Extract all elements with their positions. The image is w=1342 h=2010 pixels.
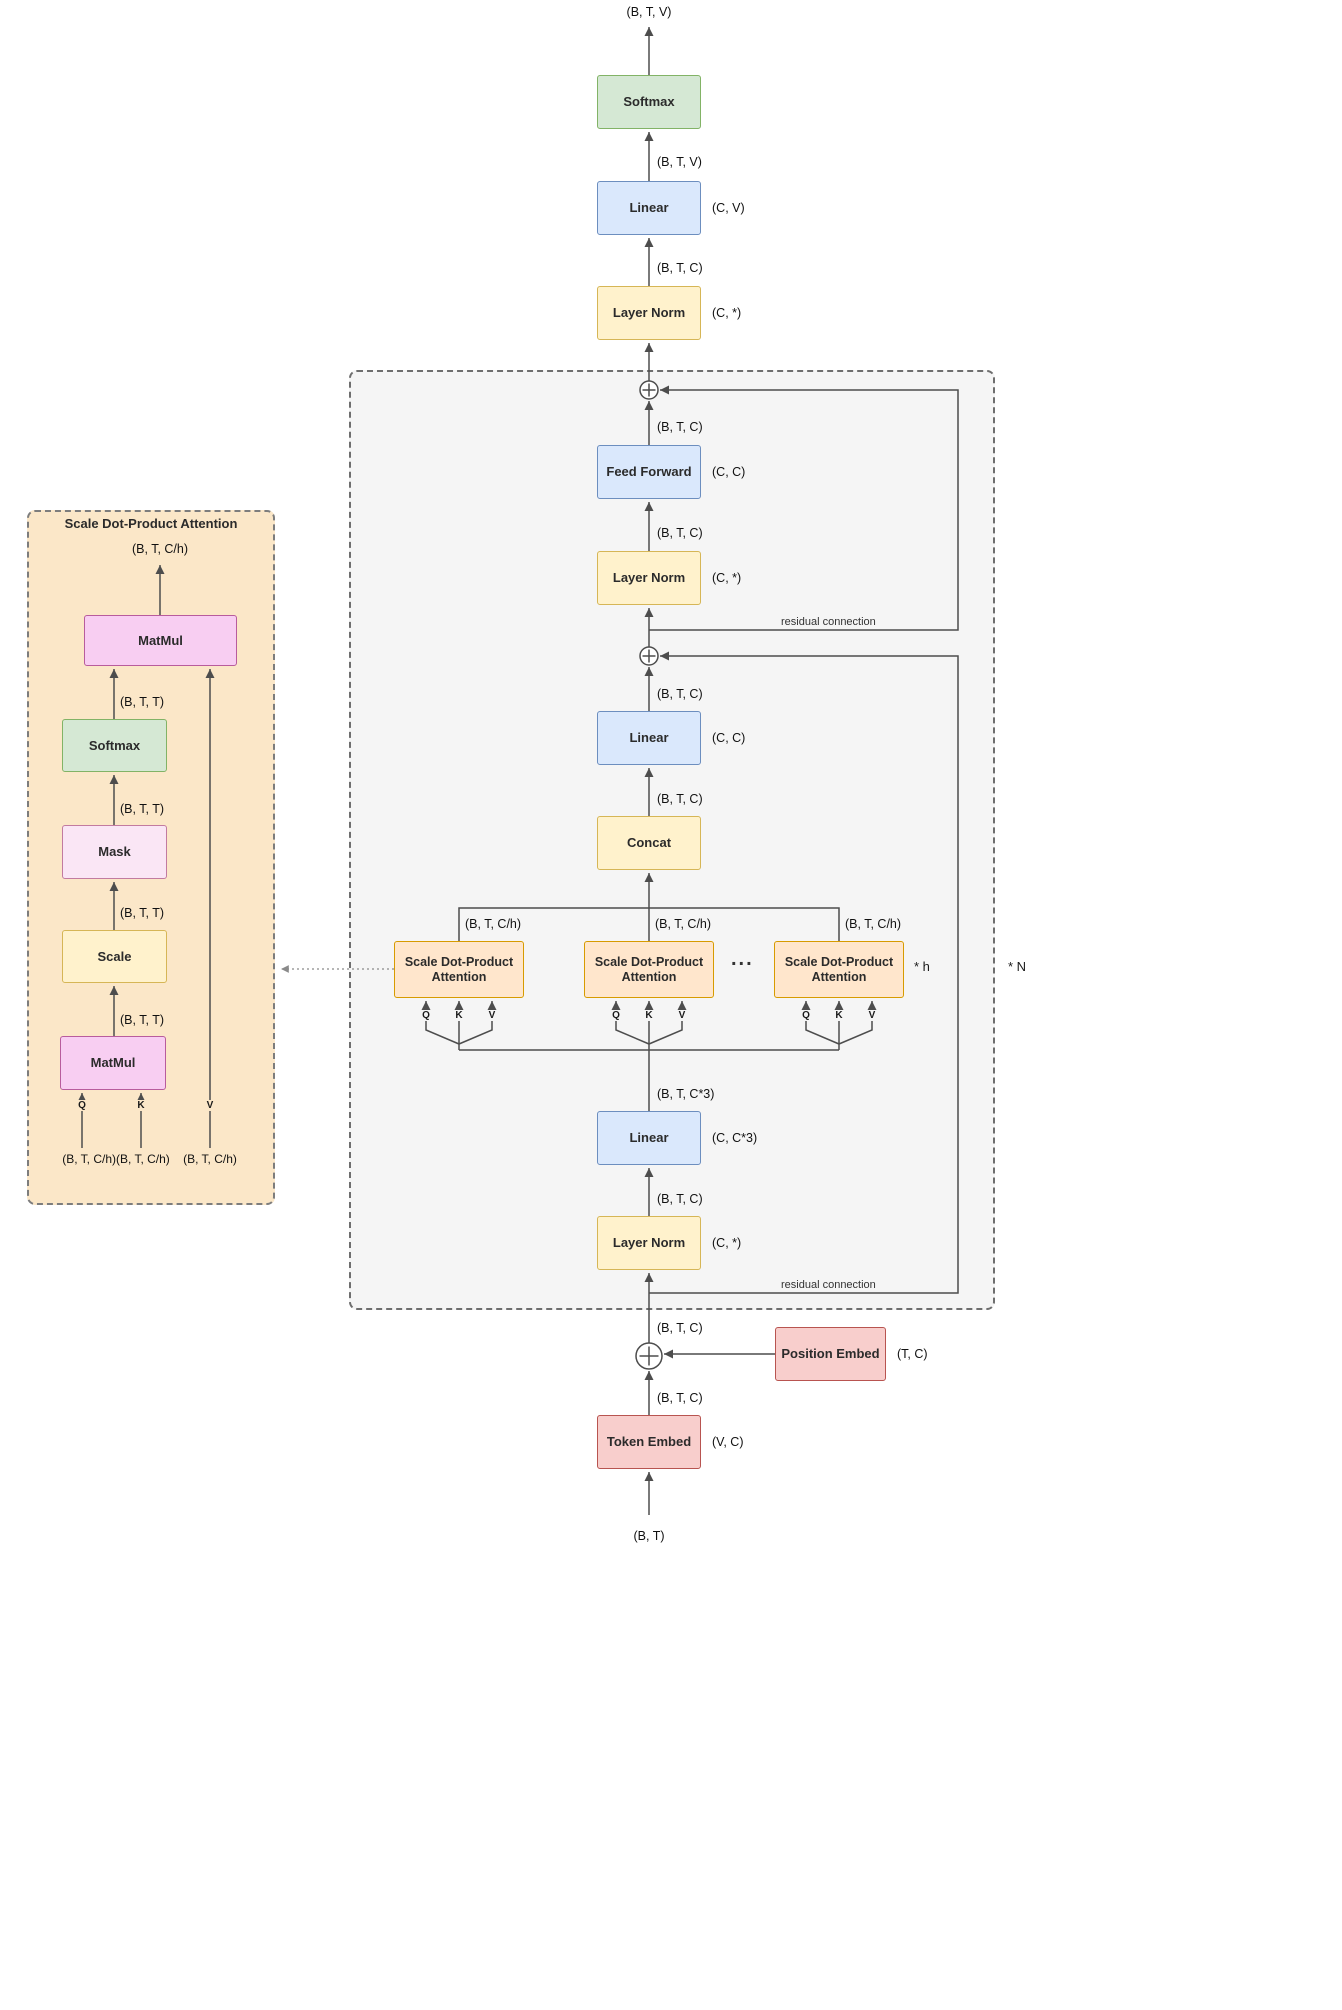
dim-cv: (C, V)	[712, 201, 745, 215]
dim-btt: (B, T, T)	[120, 802, 164, 816]
dim-vc: (V, C)	[712, 1435, 744, 1449]
layer-norm-1-node: Layer Norm	[597, 1216, 701, 1270]
dim-btc: (B, T, C)	[657, 526, 703, 540]
dim-cstar: (C, *)	[712, 571, 742, 585]
dim-cc: (C, C)	[712, 731, 746, 745]
add-circle-icon	[639, 380, 659, 400]
dim-btc3: (B, T, C*3)	[657, 1087, 715, 1101]
dim-btc: (B, T, C)	[657, 687, 703, 701]
matmul-bottom-node: MatMul	[60, 1036, 166, 1090]
layer-norm-2-node: Layer Norm	[597, 551, 701, 605]
attention-head-2-node: Scale Dot-Product Attention	[584, 941, 714, 998]
add-circle-icon	[635, 1342, 663, 1370]
v-label-head1: V	[486, 1010, 498, 1021]
dim-output-btv: (B, T, V)	[626, 5, 672, 19]
matmul-top-node: MatMul	[84, 615, 237, 666]
dim-cc: (C, C)	[712, 465, 746, 479]
dim-cc3: (C, C*3)	[712, 1131, 758, 1145]
residual-connection-label: residual connection	[781, 1279, 876, 1291]
dim-btt: (B, T, T)	[120, 1013, 164, 1027]
dim-btv: (B, T, V)	[657, 155, 702, 169]
k-label-head3: K	[833, 1010, 845, 1021]
attention-head-3-node: Scale Dot-Product Attention	[774, 941, 904, 998]
dim-v-input: (B, T, C/h)	[183, 1152, 237, 1166]
softmax-output-node: Softmax	[597, 75, 701, 129]
v-label-head2: V	[676, 1010, 688, 1021]
q-label-head3: Q	[800, 1010, 812, 1021]
dim-btc: (B, T, C)	[657, 1192, 703, 1206]
k-label-head1: K	[453, 1010, 465, 1021]
attention-panel-title: Scale Dot-Product Attention	[64, 516, 238, 531]
dim-cstar: (C, *)	[712, 306, 742, 320]
q-label-head1: Q	[420, 1010, 432, 1021]
attention-head-1-node: Scale Dot-Product Attention	[394, 941, 524, 998]
dim-btch-detail-out: (B, T, C/h)	[131, 542, 189, 556]
feed-forward-node: Feed Forward	[597, 445, 701, 499]
dim-btch-head3: (B, T, C/h)	[845, 917, 902, 931]
flow-arrows	[77, 27, 959, 1515]
times-h-label: * h	[914, 959, 930, 974]
dim-btch-head2: (B, T, C/h)	[655, 917, 712, 931]
v-label-detail: V	[204, 1100, 216, 1111]
dim-btc: (B, T, C)	[657, 792, 703, 806]
scale-node: Scale	[62, 930, 167, 983]
residual-connection-label: residual connection	[781, 616, 876, 628]
mask-node: Mask	[62, 825, 167, 879]
token-embed-node: Token Embed	[597, 1415, 701, 1469]
q-label-head2: Q	[610, 1010, 622, 1021]
linear-head-node: Linear	[597, 181, 701, 235]
softmax-detail-node: Softmax	[62, 719, 167, 772]
dim-btt: (B, T, T)	[120, 695, 164, 709]
k-label-head2: K	[643, 1010, 655, 1021]
times-n-label: * N	[1008, 959, 1027, 974]
k-label-detail: K	[135, 1100, 147, 1111]
dim-btc: (B, T, C)	[657, 261, 703, 275]
dim-btc: (B, T, C)	[657, 1391, 703, 1405]
dim-btt: (B, T, T)	[120, 906, 164, 920]
linear-proj-node: Linear	[597, 711, 701, 765]
dim-btc: (B, T, C)	[657, 420, 703, 434]
ellipsis-label: ...	[731, 948, 754, 970]
position-embed-node: Position Embed	[775, 1327, 886, 1381]
linear-qkv-node: Linear	[597, 1111, 701, 1165]
dim-btch-head1: (B, T, C/h)	[465, 917, 522, 931]
q-label-detail: Q	[76, 1100, 88, 1111]
v-label-head3: V	[866, 1010, 878, 1021]
dim-qk-inputs: (B, T, C/h)(B, T, C/h)	[62, 1152, 170, 1166]
dim-input-bt: (B, T)	[633, 1529, 665, 1543]
concat-node: Concat	[597, 816, 701, 870]
dim-btc: (B, T, C)	[657, 1321, 703, 1335]
dim-cstar: (C, *)	[712, 1236, 742, 1250]
dim-tc: (T, C)	[897, 1347, 928, 1361]
add-circle-icon	[639, 646, 659, 666]
layer-norm-final-node: Layer Norm	[597, 286, 701, 340]
